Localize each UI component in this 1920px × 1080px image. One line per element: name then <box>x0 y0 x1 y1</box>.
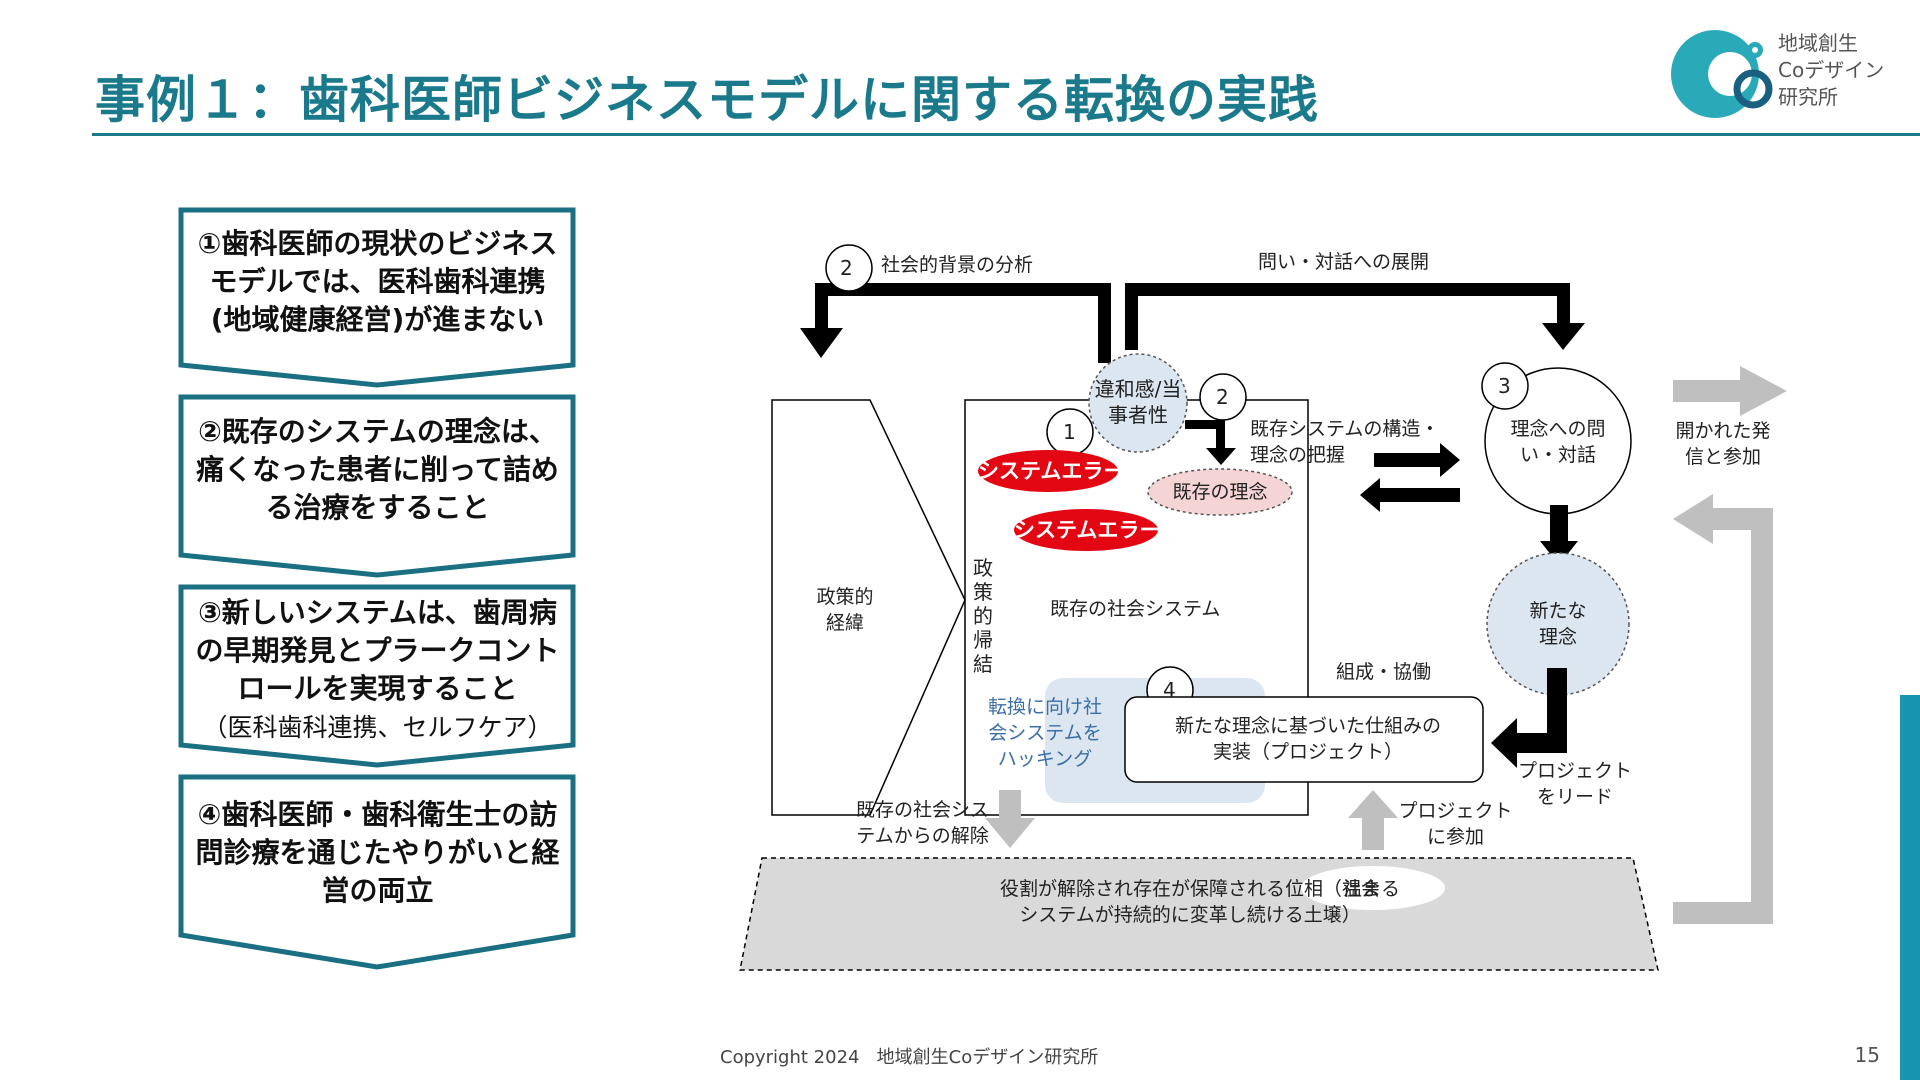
label-join-project: プロジェクトに参加 <box>1398 800 1513 848</box>
label-dialogue-expand: 問い・対話への展開 <box>1258 251 1430 273</box>
new-philosophy-circle <box>1486 552 1630 696</box>
label-existing-philosophy: 既存の理念 <box>1172 481 1268 503</box>
step-4-text: ④歯科医師・歯科衛生士の訪問診療を通じたやりがいと経営の両立 <box>195 798 560 907</box>
label-question-philosophy: 理念への問い・対話 <box>1510 418 1606 466</box>
num-circle-3 <box>1481 362 1529 410</box>
num-label-2b: 2 <box>1216 385 1229 409</box>
policy-background-shape <box>771 399 966 816</box>
gray-arrow-join <box>1348 790 1398 850</box>
step-3-text: ③新しいシステムは、歯周病の早期発見とプラークコントロールを実現すること （医科… <box>195 596 560 742</box>
logo-text: 地域創生 Coデザイン 研究所 <box>1778 31 1885 109</box>
title-underline <box>92 133 1920 136</box>
arrow-to-implementation <box>1491 668 1567 768</box>
step-box-2 <box>178 394 576 578</box>
label-lead-project: プロジェクトをリード <box>1517 760 1632 808</box>
footer-copyright: Copyright 2024 地域創生Coデザイン研究所 <box>720 1047 1099 1068</box>
gray-arrow-open-out <box>1673 366 1787 416</box>
discomfort-circle <box>1088 353 1188 453</box>
arrow-to-existing-philosophy <box>1185 420 1236 465</box>
label-warm: 温まる <box>1343 878 1401 900</box>
step-2-text: ②既存のシステムの理念は、痛くなった患者に削って詰める治療をすること <box>196 415 559 524</box>
label-existing-social-system: 既存の社会システム <box>1050 598 1221 620</box>
step-chevrons <box>178 207 576 970</box>
num-circle-2b <box>1199 373 1247 421</box>
label-release-from-system: 既存の社会システムからの解除 <box>855 799 989 847</box>
step-box-1 <box>178 207 576 388</box>
logo-icon <box>1671 30 1773 118</box>
label-discomfort: 違和感/当事者性 <box>1094 377 1182 427</box>
system-error-badge-2: システムエラー <box>1014 509 1160 551</box>
step-1-text: ①歯科医師の現状のビジネスモデルでは、医科歯科連携(地域健康経営)が進まない <box>197 227 558 336</box>
page-number: 15 <box>1854 1043 1880 1067</box>
num-label-4: 4 <box>1163 678 1176 702</box>
gray-arrow-release <box>985 790 1035 848</box>
step-box-4 <box>178 774 576 970</box>
arrow-to-new-philosophy <box>1540 505 1578 565</box>
gray-arrow-return <box>1673 494 1773 924</box>
label-social-analysis: 社会的背景の分析 <box>881 254 1034 276</box>
existing-philosophy-ellipse <box>1147 468 1293 516</box>
num-label-1: 1 <box>1063 420 1076 444</box>
label-implementation: 新たな理念に基づいた仕組みの実装（プロジェクト） <box>1174 715 1441 763</box>
num-circle-2a <box>825 244 873 292</box>
arrow-social-analysis <box>800 283 1111 363</box>
num-label-3: 3 <box>1498 374 1511 398</box>
label-policy-result: 政策的帰結 <box>973 556 993 676</box>
side-accent-bar <box>1900 695 1920 1080</box>
label-policy-background: 政策的経緯 <box>816 586 874 634</box>
page-title: 事例１：歯科医師ビジネスモデルに関する転換の実践 <box>95 71 1319 129</box>
label-new-philosophy: 新たな理念 <box>1529 600 1587 648</box>
label-ground: 役割が解除され存在が保障される位相（社会システムが持続的に変革し続ける土壌） <box>1000 878 1381 926</box>
exchange-arrows <box>1360 443 1460 512</box>
num-label-2a: 2 <box>840 256 853 280</box>
arrow-dialogue-expand <box>1125 283 1585 350</box>
warm-ellipse <box>1301 866 1445 910</box>
label-structure-grasp: 既存システムの構造・理念の把握 <box>1250 418 1440 466</box>
system-error-badge-1: システムエラー <box>978 450 1124 492</box>
implementation-box <box>1124 696 1484 783</box>
label-open-share: 開かれた発信と参加 <box>1675 420 1771 468</box>
label-hacking: 転換に向け社会システムをハッキング <box>987 696 1102 770</box>
step-box-3 <box>178 584 576 768</box>
label-organize: 組成・協働 <box>1336 661 1432 683</box>
step-3-subtext: （医科歯科連携、セルフケア） <box>202 713 553 742</box>
